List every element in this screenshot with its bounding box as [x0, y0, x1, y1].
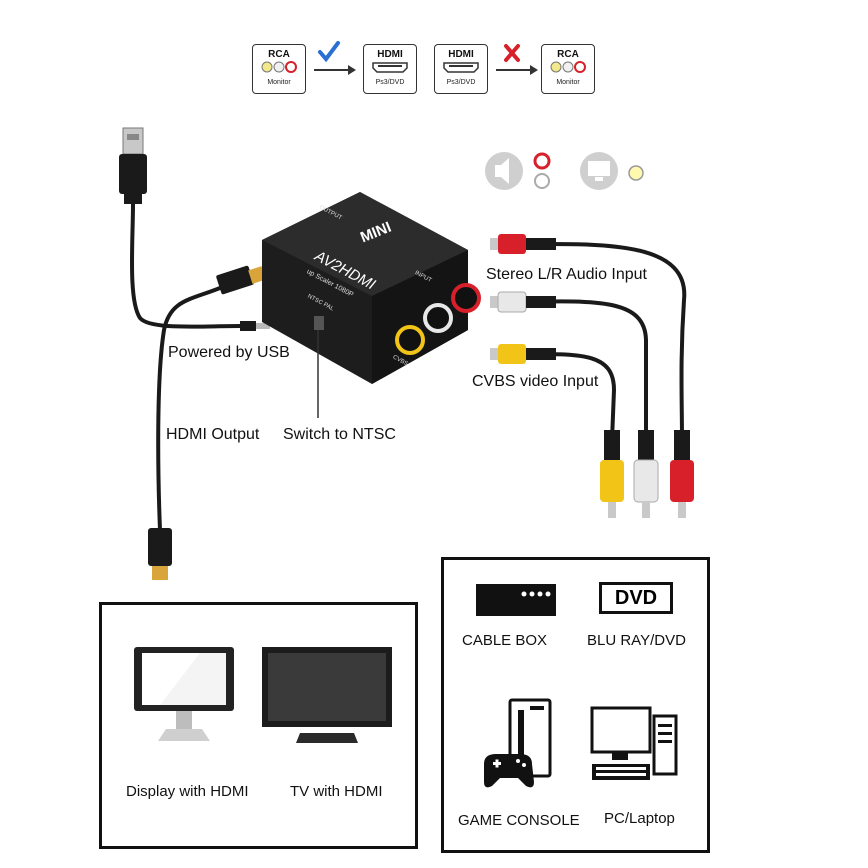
cross-arrow-icon	[496, 44, 538, 75]
badge-sub: Monitor	[556, 79, 580, 86]
cvbs-video-label: CVBS video Input	[472, 373, 599, 390]
audio-video-hint-icons	[485, 152, 644, 190]
av-sources-panel: CABLE BOX DVD BLU RAY/DVD GAME CONSOLE P…	[441, 557, 710, 853]
rca-port-yellow	[395, 325, 425, 355]
rca-port-red	[451, 283, 481, 313]
rca-monitor-badge-left: RCA Monitor	[252, 44, 306, 94]
white-rca-cable	[519, 299, 648, 440]
hdmi-output-label: HDMI Output	[166, 426, 260, 443]
pc-laptop-icon	[590, 706, 678, 780]
hdmi-plug-bottom-icon	[148, 528, 172, 580]
dvd-logo-icon: DVD	[599, 582, 673, 614]
cable-box-label: CABLE BOX	[462, 632, 548, 649]
hdmi-displays-panel: Display with HDMI TV with HDMI	[99, 602, 418, 849]
speaker-icon	[485, 152, 523, 190]
rca-port-white	[423, 303, 453, 333]
badge-sub: Ps3/DVD	[375, 79, 405, 86]
white-jack-icon	[534, 173, 550, 189]
hdmi-ps3dvd-badge-left: HDMI Ps3/DVD	[363, 44, 417, 94]
hdmi-cable	[156, 286, 221, 531]
usb-plug-icon	[119, 127, 147, 204]
hdmi-port-icon	[443, 62, 479, 73]
stereo-audio-label: Stereo L/R Audio Input	[486, 266, 647, 283]
badge-title: HDMI	[377, 49, 403, 60]
badge-title: RCA	[557, 49, 579, 60]
red-jack-icon	[533, 152, 551, 170]
monitor-icon	[134, 647, 234, 741]
red-rca-plug-horizontal	[490, 234, 556, 254]
usb-cable	[129, 203, 241, 329]
yellow-rca-plug-vertical	[600, 430, 624, 518]
game-console-icon	[484, 698, 552, 788]
dvd-logo-text: DVD	[614, 587, 658, 609]
red-rca-cable	[519, 241, 687, 441]
switch-ntsc-label: Switch to NTSC	[283, 426, 396, 443]
micro-usb-plug-icon	[240, 321, 270, 331]
tv-with-hdmi-label: TV with HDMI	[290, 783, 383, 800]
badge-sub: Monitor	[267, 79, 291, 86]
badge-title: RCA	[268, 49, 290, 60]
pc-laptop-label: PC/Laptop	[604, 810, 675, 827]
badge-title: HDMI	[448, 49, 474, 60]
tv-icon	[262, 647, 392, 743]
rca-monitor-badge-right: RCA Monitor	[541, 44, 595, 94]
check-arrow-icon	[314, 41, 356, 75]
white-rca-plug-vertical	[633, 430, 659, 518]
cable-box-icon	[476, 584, 556, 616]
display-with-hdmi-label: Display with HDMI	[126, 783, 249, 800]
badge-sub: Ps3/DVD	[446, 79, 476, 86]
yellow-jack-icon	[628, 165, 644, 181]
ntsc-pal-switch	[314, 316, 324, 330]
game-console-label: GAME CONSOLE	[458, 812, 580, 829]
yellow-rca-cable	[519, 351, 617, 441]
red-rca-plug-vertical	[670, 430, 694, 518]
rca-jacks-icon	[550, 61, 586, 73]
bluray-dvd-label: BLU RAY/DVD	[587, 632, 686, 649]
white-rca-plug-horizontal	[490, 291, 556, 313]
rca-jacks-icon	[261, 61, 297, 73]
powered-by-usb-label: Powered by USB	[168, 344, 290, 361]
yellow-rca-plug-horizontal	[490, 344, 556, 364]
hdmi-port-icon	[372, 62, 408, 73]
hdmi-ps3dvd-badge-right: HDMI Ps3/DVD	[434, 44, 488, 94]
monitor-hint-icon	[580, 152, 618, 190]
hdmi-plug-top-icon	[216, 265, 266, 295]
av2hdmi-converter-device	[262, 192, 481, 384]
